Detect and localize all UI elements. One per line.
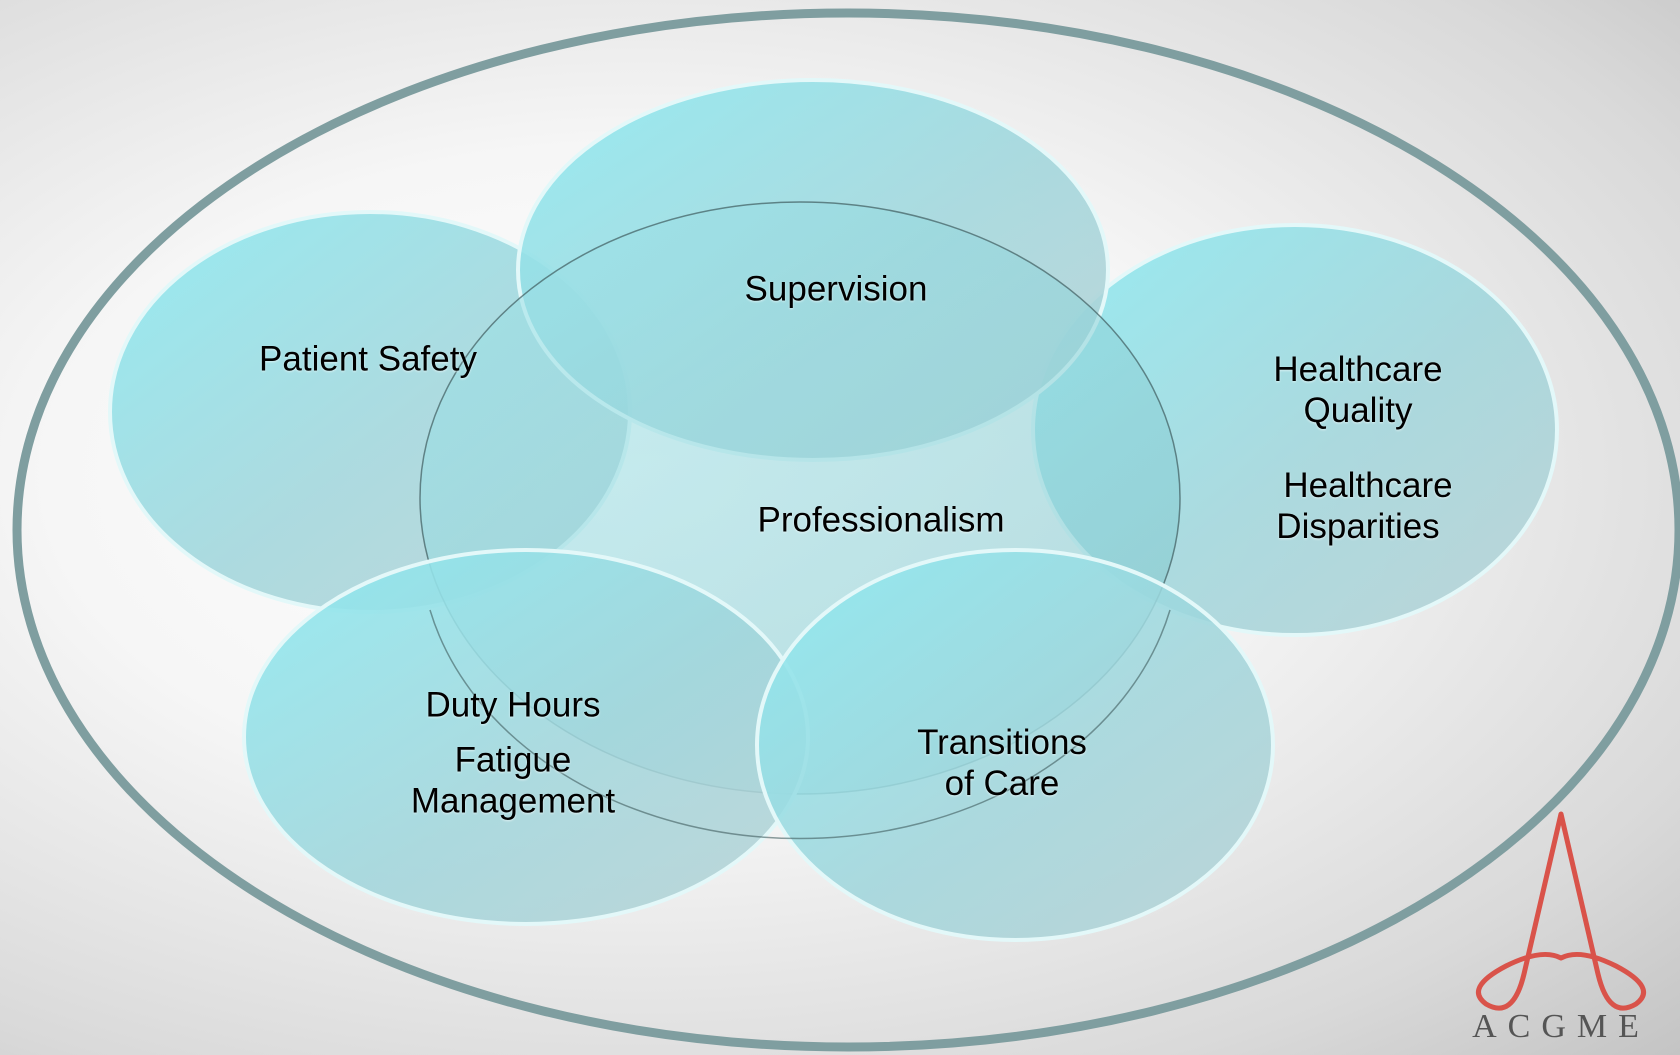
outer-ring — [12, 8, 1680, 1052]
label-line: Professionalism — [757, 500, 1005, 540]
label-line: Fatigue — [454, 740, 572, 780]
label-duty-hours: Duty Hours Fatigue Management — [411, 685, 615, 822]
label-transitions: Transitions of Care — [917, 722, 1087, 804]
label-line: Supervision — [744, 269, 928, 309]
label-line: Disparities — [1276, 507, 1440, 546]
label-spacer — [1263, 431, 1452, 465]
label-line: Healthcare — [1283, 466, 1453, 505]
label-spacer — [411, 726, 615, 740]
acgme-logo-text: ACGME — [1472, 1008, 1650, 1045]
label-line: Healthcare — [1273, 350, 1443, 389]
label-line: Management — [410, 781, 616, 821]
label-patient-safety: Patient Safety — [259, 339, 477, 380]
label-line: Quality — [1303, 391, 1413, 430]
label-supervision: Supervision — [745, 269, 928, 310]
label-healthcare: Healthcare Quality Healthcare Disparitie… — [1263, 349, 1452, 547]
professionalism-outline — [429, 609, 1171, 840]
label-professionalism: Professionalism — [757, 500, 1004, 541]
label-line: Transitions — [917, 723, 1087, 762]
acgme-logo-icon — [1475, 811, 1647, 1011]
circle-transitions — [755, 548, 1275, 942]
label-line: of Care — [944, 764, 1060, 803]
label-line: Patient Safety — [259, 339, 477, 379]
label-line: Duty Hours — [425, 685, 601, 725]
